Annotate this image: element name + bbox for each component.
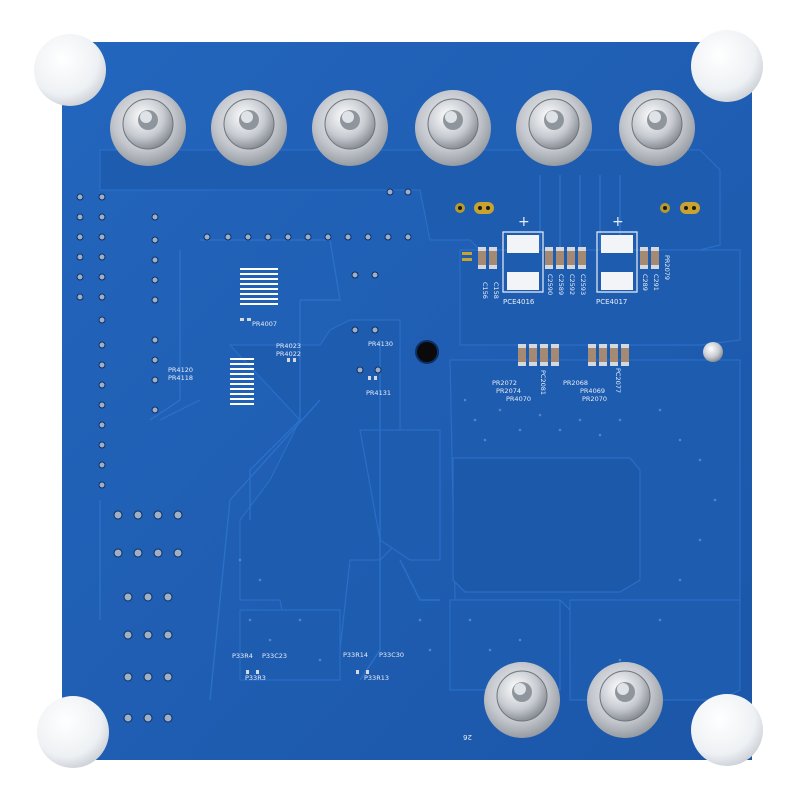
- label-pr4022: PR4022: [276, 350, 301, 358]
- label-pce4017: PCE4017: [596, 298, 627, 306]
- smd-components: [240, 247, 659, 674]
- label-pr4120: PR4120: [168, 366, 193, 374]
- terminal-row-top: [110, 90, 695, 166]
- ic-pad-array-upper: [240, 268, 278, 305]
- foot-top-right: [691, 30, 763, 102]
- silkscreen-labels: PR4007 PR4023 PR4022 PR4120 PR4118 PR413…: [168, 214, 671, 741]
- label-p33r4: P33R4: [232, 652, 253, 660]
- cap-footprint-pce4017: [596, 231, 638, 293]
- test-point: [703, 342, 723, 362]
- terminal-1: [110, 90, 186, 166]
- cap-footprint-pce4016: [502, 231, 544, 293]
- vias-lower-left: [113, 510, 183, 723]
- label-c2590: C2590: [546, 274, 554, 295]
- label-p33c30: P33C30: [379, 651, 404, 659]
- label-c2589: C2589: [557, 274, 565, 295]
- label-pce4016: PCE4016: [503, 298, 535, 306]
- label-pr2068: PR2068: [563, 379, 588, 387]
- foot-top-left: [34, 34, 106, 106]
- label-board-mark: 26: [463, 733, 472, 741]
- terminal-5: [516, 90, 592, 166]
- label-pc2077: PC2077: [614, 368, 622, 393]
- terminal-3: [312, 90, 388, 166]
- terminal-row-bottom: [484, 662, 663, 738]
- label-pr4118: PR4118: [168, 374, 193, 382]
- terminal-8: [587, 662, 663, 738]
- label-pr2072: PR2072: [492, 379, 517, 387]
- vias-top-row: [203, 188, 412, 374]
- label-c2592: C2592: [568, 274, 576, 295]
- gold-test-pads: [455, 202, 700, 261]
- vias-left: [76, 193, 159, 489]
- label-c156: C156: [481, 282, 489, 299]
- label-pr2074: PR2074: [496, 387, 521, 395]
- label-c291: C291: [652, 274, 660, 291]
- label-c2593: C2593: [579, 274, 587, 295]
- label-pr4069: PR4069: [580, 387, 605, 395]
- terminal-2: [211, 90, 287, 166]
- label-pr2079: PR2079: [663, 255, 671, 280]
- via-fields: [238, 398, 717, 682]
- mounting-hole: [415, 340, 439, 364]
- label-c289: C289: [641, 274, 649, 291]
- label-pr4070: PR4070: [506, 395, 531, 403]
- label-pr2070: PR2070: [582, 395, 607, 403]
- label-c158: C158: [492, 282, 500, 299]
- label-p33c23: P33C23: [262, 652, 287, 660]
- terminal-4: [415, 90, 491, 166]
- corner-feet: [34, 30, 763, 768]
- terminal-6: [619, 90, 695, 166]
- label-pr4023: PR4023: [276, 342, 301, 350]
- label-p33r3: P33R3: [245, 674, 266, 682]
- terminal-7: [484, 662, 560, 738]
- ic-pad-array-lower: [230, 358, 254, 405]
- label-pr4131: PR4131: [366, 389, 391, 397]
- label-pr4130: PR4130: [368, 340, 393, 348]
- label-p33r14: P33R14: [343, 651, 368, 659]
- plus-marker-left: +: [518, 214, 530, 230]
- label-pc2081: PC2081: [539, 370, 547, 395]
- label-pr4007: PR4007: [252, 320, 277, 328]
- foot-bottom-left: [37, 696, 109, 768]
- foot-bottom-right: [691, 694, 763, 766]
- plus-marker-right: +: [612, 214, 624, 230]
- label-p33r13: P33R13: [364, 674, 389, 682]
